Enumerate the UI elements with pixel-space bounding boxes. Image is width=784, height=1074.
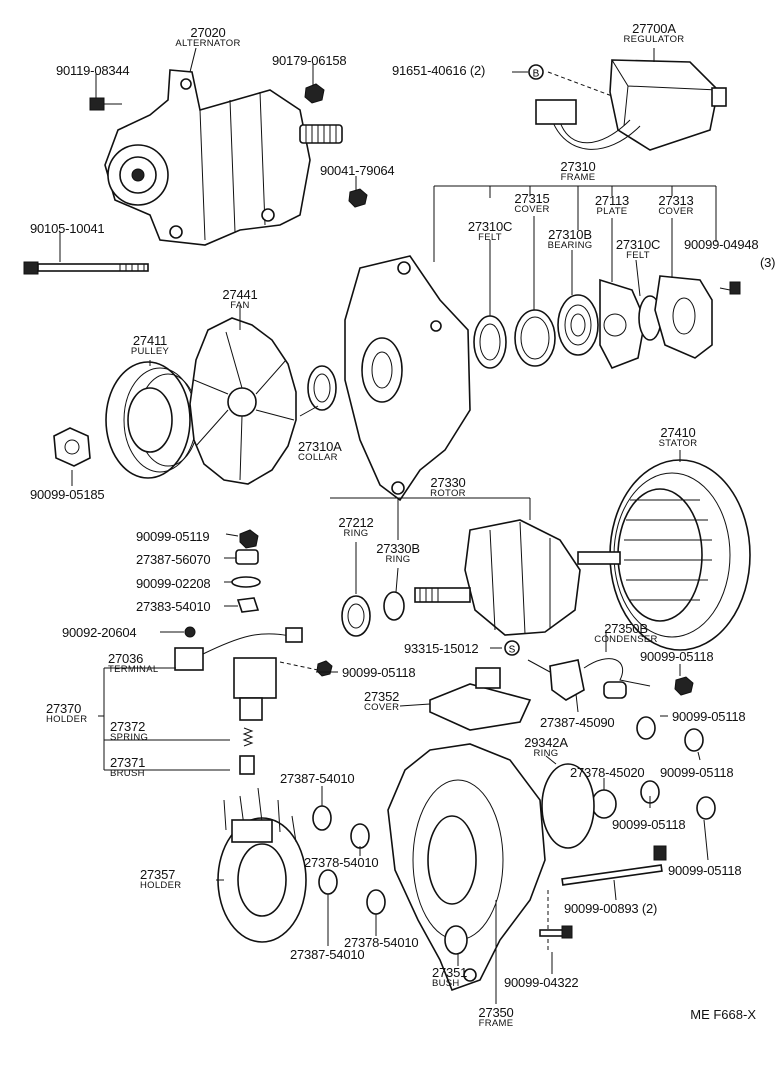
- fan-27441-drawing: [189, 317, 297, 485]
- holder-27357-drawing: [217, 787, 307, 943]
- label-90099-05119: 90099-05119: [136, 529, 210, 544]
- label-90099-02208: 90099-02208: [136, 576, 211, 591]
- bolt-90105-10041-drawing: [23, 261, 149, 275]
- frame-27310-drawing: [344, 255, 471, 502]
- pulley-27411-drawing: [105, 361, 199, 479]
- label-93315-15012: 93315-15012: [404, 641, 479, 656]
- frame-27350-drawing: [387, 743, 549, 992]
- label-90099-05118-b: 90099-05118: [640, 649, 714, 664]
- label-90099-04948: 90099-04948: [684, 237, 759, 252]
- brush-27371-drawing: [239, 755, 255, 775]
- condenser-27350b-drawing: [527, 658, 651, 701]
- nuts-right-drawing: [591, 676, 716, 820]
- label-27383-54010: 27383-54010: [136, 599, 211, 614]
- ring-27330b-drawing: [383, 591, 405, 621]
- label-90099-05118-e: 90099-05118: [612, 817, 686, 832]
- bearing-27310b-drawing: [557, 294, 599, 356]
- callout-s: S: [504, 640, 520, 656]
- nut-90179-06158-drawing: [304, 83, 325, 104]
- bolt-90099-00893-drawing: [561, 845, 667, 886]
- holder-bracket-line: [98, 667, 230, 771]
- regulator-drawing: [535, 59, 727, 151]
- svg-text:S: S: [509, 645, 516, 656]
- label-27387-45090: 27387-45090: [540, 715, 615, 730]
- label-90041-79064: 90041-79064: [320, 163, 395, 178]
- spring-27372-drawing: [242, 727, 254, 747]
- felt-27310c-left-drawing: [473, 315, 507, 369]
- label-90105-10041: 90105-10041: [30, 221, 105, 236]
- holder-27370-drawing: [233, 657, 333, 721]
- nut-90099-05185-drawing: [53, 427, 91, 467]
- callout-b: B: [528, 64, 544, 80]
- label-90092-20604: 90092-20604: [62, 625, 137, 640]
- label-90099-05118-c: 90099-05118: [672, 709, 746, 724]
- label-90119-08344: 90119-08344: [56, 63, 130, 78]
- cover-27313-drawing: [654, 275, 713, 359]
- collar-27310a-drawing: [307, 365, 337, 411]
- cover-27352-drawing: [429, 667, 532, 731]
- cover-27315-drawing: [514, 309, 556, 367]
- ring-27212-drawing: [341, 595, 371, 637]
- label-27378-54010-b: 27378-54010: [344, 935, 419, 950]
- alternator-assembly-drawing: [104, 69, 343, 246]
- label-27387-54010-a: 27387-54010: [280, 771, 355, 786]
- plate-27113-drawing: [599, 278, 646, 370]
- label-27378-45020: 27378-45020: [570, 765, 645, 780]
- terminal-27036-drawing: [174, 627, 303, 671]
- diagram-code: ME F668-X: [690, 1007, 756, 1022]
- label-90099-05118-f: 90099-05118: [668, 863, 742, 878]
- hardware-stack-drawing: [184, 529, 261, 638]
- label-90099-05118-d: 90099-05118: [660, 765, 734, 780]
- label-91651-40616: 91651-40616 (2): [392, 63, 486, 78]
- label-27378-54010-a: 27378-54010: [304, 855, 379, 870]
- svg-text:B: B: [533, 69, 540, 80]
- label-quantity-3: (3): [760, 255, 776, 270]
- label-90179-06158: 90179-06158: [272, 53, 347, 68]
- label-90099-00893: 90099-00893 (2): [564, 901, 658, 916]
- rotor-27330-drawing: [414, 519, 621, 636]
- bolt-90119-08344-drawing: [89, 97, 122, 111]
- label-27387-54010-b: 27387-54010: [290, 947, 365, 962]
- label-90099-05118-a: 90099-05118: [342, 665, 416, 680]
- leader-lines: [59, 47, 717, 1004]
- label-90099-04322: 90099-04322: [504, 975, 579, 990]
- screw-90099-04948-drawing: [719, 281, 741, 295]
- screw-90099-04322-drawing: [539, 925, 573, 939]
- insulators-drawing: [312, 805, 386, 915]
- label-27387-56070: 27387-56070: [136, 552, 211, 567]
- nut-90041-79064-drawing: [348, 188, 368, 208]
- bush-27351-drawing: [444, 925, 468, 955]
- ring-29342a-drawing: [541, 763, 595, 849]
- label-90099-05185: 90099-05185: [30, 487, 105, 502]
